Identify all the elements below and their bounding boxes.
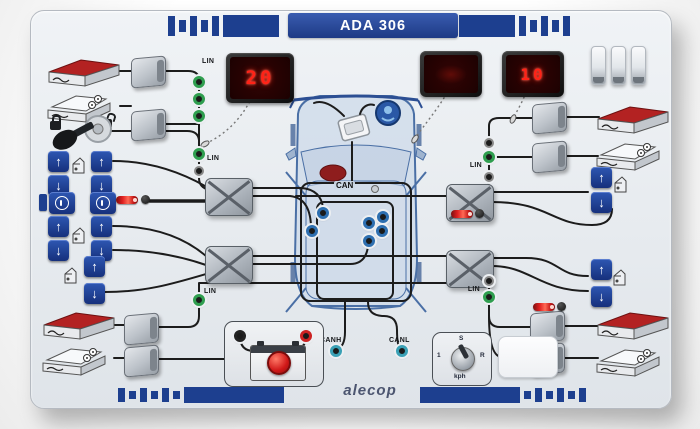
battery-terminal xyxy=(292,341,299,346)
window-up-button[interactable]: ↑ xyxy=(591,167,612,188)
canh-label: CANH xyxy=(320,337,342,344)
can-label: CAN xyxy=(334,181,356,190)
lin-label: LIN xyxy=(469,162,482,169)
can-jack-blue[interactable] xyxy=(306,225,318,237)
window-up-button[interactable]: ↑ xyxy=(591,259,612,280)
door-lock-actuator xyxy=(124,312,159,346)
can-jack-blue[interactable] xyxy=(376,225,388,237)
lin-jack-green[interactable] xyxy=(193,110,205,122)
window-up-button[interactable]: ↑ xyxy=(91,216,112,237)
barcode-decoration xyxy=(420,387,586,403)
barcode-decoration xyxy=(168,15,279,37)
fuse-1[interactable] xyxy=(591,46,606,85)
emergency-stop-button[interactable] xyxy=(267,351,291,375)
lock-ring-icon xyxy=(96,196,110,210)
ignition-key-switch[interactable] xyxy=(48,108,120,154)
lin-display: 20 xyxy=(226,53,294,103)
door-lock-actuator xyxy=(532,101,567,135)
test-jack-black[interactable] xyxy=(557,302,566,311)
can-display-right: 10 xyxy=(502,51,564,97)
lin-jack-green[interactable] xyxy=(193,148,205,160)
window-down-button[interactable]: ↓ xyxy=(48,175,69,196)
lock-closed-icon xyxy=(50,115,61,130)
lin-label: LIN xyxy=(467,286,480,293)
fuse-2[interactable] xyxy=(611,46,626,85)
test-jack-black[interactable] xyxy=(475,209,484,218)
window-small-icon xyxy=(614,176,627,193)
window-up-button[interactable]: ↑ xyxy=(48,216,69,237)
barcode-decoration xyxy=(118,387,284,403)
door-lock-actuator xyxy=(124,344,159,378)
led-indicator xyxy=(451,210,473,218)
lin-jack-gray[interactable] xyxy=(194,166,204,176)
selector-pos-right: R xyxy=(480,352,485,359)
panel-title: ADA 306 xyxy=(288,13,458,38)
lin-jack-green[interactable] xyxy=(193,294,205,306)
window-small-icon xyxy=(72,227,85,244)
can-jack-blue[interactable] xyxy=(363,235,375,247)
child-lock-button[interactable] xyxy=(49,192,75,214)
barcode-decoration xyxy=(459,15,570,37)
window-down-button[interactable]: ↓ xyxy=(591,192,612,213)
window-small-icon xyxy=(72,157,85,174)
door-window-icon xyxy=(596,349,660,377)
door-locked-icon xyxy=(48,59,120,87)
lin-label: LIN xyxy=(202,58,215,65)
lin-label: LIN xyxy=(207,155,220,162)
speed-selector-knob[interactable] xyxy=(451,347,475,371)
lin-jack-green[interactable] xyxy=(193,76,205,88)
fuse-3[interactable] xyxy=(631,46,646,85)
selector-pos-left: 1 xyxy=(437,352,441,359)
brand-logo: alecop xyxy=(343,382,397,399)
lin-jack-gray[interactable] xyxy=(484,172,494,182)
window-small-icon xyxy=(64,267,77,284)
window-up-button[interactable]: ↑ xyxy=(84,256,105,277)
door-lock-actuator xyxy=(131,55,166,89)
led-indicator xyxy=(533,303,555,311)
door-locked-icon xyxy=(43,312,115,340)
window-down-button[interactable]: ↓ xyxy=(591,286,612,307)
led-indicator xyxy=(116,196,138,204)
can-jack-blue[interactable] xyxy=(377,211,389,223)
can-jack-blue[interactable] xyxy=(363,217,375,229)
lin-jack-green[interactable] xyxy=(193,93,205,105)
window-down-button[interactable]: ↓ xyxy=(84,283,105,304)
window-lock-button[interactable] xyxy=(90,192,116,214)
selector-unit-label: kph xyxy=(454,373,466,380)
window-motor xyxy=(205,178,253,216)
selector-pos-top: S xyxy=(459,335,464,342)
window-small-icon xyxy=(613,269,626,286)
can-display-left xyxy=(420,51,482,97)
lin-jack-gray[interactable] xyxy=(484,276,494,286)
lin-jack-gray[interactable] xyxy=(484,138,494,148)
window-down-button[interactable]: ↓ xyxy=(91,175,112,196)
speed-selector-module: S 1 R kph xyxy=(432,332,492,386)
window-down-button[interactable]: ↓ xyxy=(91,240,112,261)
window-down-button[interactable]: ↓ xyxy=(48,240,69,261)
canh-jack[interactable] xyxy=(330,345,342,357)
window-up-button[interactable]: ↑ xyxy=(91,151,112,172)
can-jack-blue[interactable] xyxy=(317,207,329,219)
person-icon xyxy=(55,196,69,210)
door-window-icon xyxy=(42,348,106,376)
battery-jack-positive[interactable] xyxy=(300,330,312,342)
blank-plate xyxy=(498,336,558,378)
lin-label: LIN xyxy=(204,288,217,295)
door-lock-actuator xyxy=(131,108,166,142)
canl-label: CANL xyxy=(389,337,410,344)
lin-jack-green[interactable] xyxy=(483,151,495,163)
battery-jack-negative[interactable] xyxy=(234,330,246,342)
battery-terminal xyxy=(257,341,264,346)
window-motor xyxy=(205,246,253,284)
canl-jack[interactable] xyxy=(396,345,408,357)
window-up-button[interactable]: ↑ xyxy=(48,151,69,172)
connector-tab xyxy=(39,194,47,211)
door-lock-actuator xyxy=(532,140,567,174)
lin-jack-green[interactable] xyxy=(483,291,495,303)
test-jack-black[interactable] xyxy=(141,195,150,204)
door-locked-icon xyxy=(597,312,669,340)
door-locked-icon xyxy=(597,106,669,134)
